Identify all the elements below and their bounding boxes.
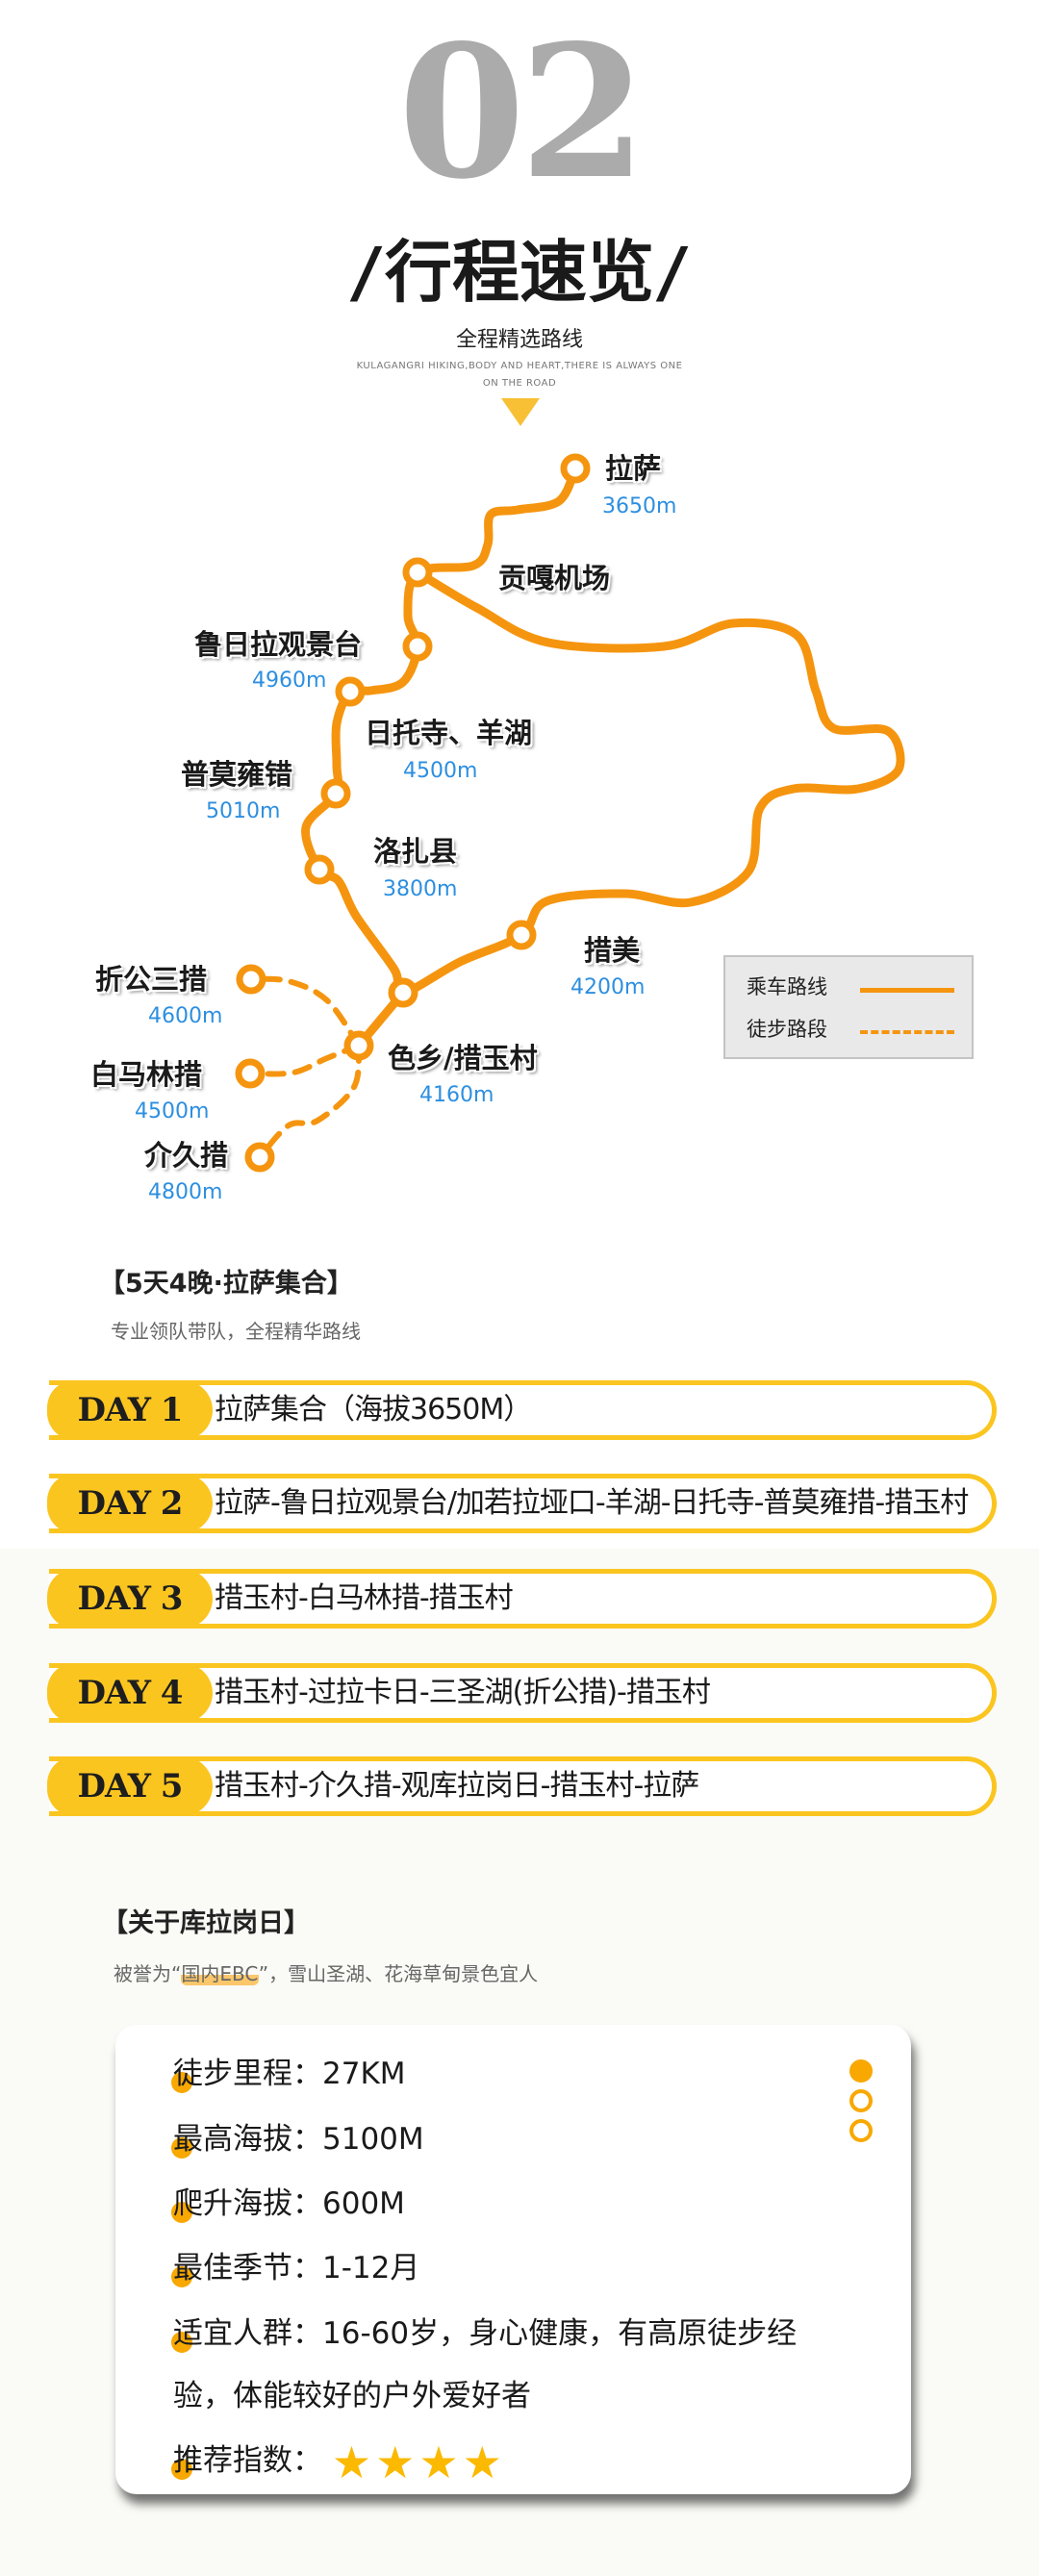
- legend-hike-label: 徒步路段: [747, 1018, 827, 1041]
- info-item: 推荐指数： ★★★★: [171, 2436, 502, 2488]
- carousel-dot-active[interactable]: [849, 2059, 873, 2083]
- stop-marker: [402, 631, 433, 662]
- section-number: 02: [397, 5, 646, 219]
- stop-elevation: 3650m: [602, 494, 677, 518]
- star-icon: ★: [418, 2436, 459, 2488]
- legend-drive-line: [860, 988, 954, 993]
- stop-elevation: 4200m: [570, 975, 646, 999]
- legend-hike-line: [860, 1030, 954, 1034]
- stop-label: 贡嘎机场: [498, 562, 611, 594]
- stop-label: 普莫雍错: [181, 758, 293, 791]
- info-item: 最佳季节：1-12月: [171, 2251, 420, 2287]
- page-subtitle: 全程精选路线: [455, 328, 583, 352]
- stop-label: 鲁日拉观景台: [194, 628, 363, 661]
- day-badge: DAY 3: [47, 1569, 213, 1629]
- day-route: 拉萨集合（海拔3650M）: [215, 1393, 532, 1427]
- stop-marker: [235, 1058, 266, 1089]
- title-text: 行程速览: [385, 233, 654, 312]
- down-arrow-icon: [501, 398, 540, 426]
- page-title: /行程速览/: [0, 223, 1039, 321]
- bullet-dot: [171, 2202, 192, 2223]
- about-heading: 【关于库拉岗日】: [102, 1908, 310, 1938]
- stop-elevation: 4960m: [252, 669, 327, 693]
- stop-elevation: 4600m: [148, 1004, 223, 1028]
- stop-elevation: 4500m: [135, 1099, 210, 1124]
- day-route: 拉萨-鲁日拉观景台/加若拉垭口-羊湖-日托寺-普莫雍措-措玉村: [215, 1486, 969, 1520]
- info-item: 最高海拔：5100M: [171, 2122, 424, 2159]
- stop-marker: [320, 778, 351, 809]
- day-badge: DAY 4: [47, 1663, 213, 1723]
- legend-drive-label: 乘车路线: [747, 975, 827, 998]
- junction-marker: [343, 1030, 374, 1061]
- info-item: 适宜人群：16-60岁，身心健康，有高原徒步经: [171, 2316, 798, 2353]
- highlight-ebc: 国内EBC: [181, 1962, 259, 1985]
- english-tagline-2: ON THE ROAD: [482, 378, 557, 389]
- bullet-dot: [171, 2266, 192, 2287]
- bullet-dot: [171, 2332, 192, 2353]
- hike-route-line: [247, 975, 362, 1160]
- info-item: 爬升海拔：600M: [171, 2186, 405, 2223]
- day-route: 措玉村-过拉卡日-三圣湖(折公措)-措玉村: [215, 1676, 711, 1709]
- itinerary-heading: 【5天4晚·拉萨集合】: [99, 1269, 353, 1299]
- bullet-dot: [171, 2459, 192, 2480]
- day-badge: DAY 2: [47, 1474, 213, 1533]
- english-tagline-1: KULAGANGRI HIKING,BODY AND HEART,THERE I…: [356, 361, 683, 371]
- carousel-dot[interactable]: [849, 2089, 873, 2112]
- stop-marker: [388, 977, 418, 1008]
- info-card: 徒步里程：27KM 最高海拔：5100M 爬升海拔：600M 最佳季节：1-12月适宜…: [115, 2025, 911, 2494]
- stop-label: 洛扎县: [373, 835, 458, 868]
- info-item: 徒步里程：27KM: [171, 2057, 406, 2093]
- stop-marker: [236, 964, 266, 995]
- stop-marker: [560, 453, 591, 484]
- stop-marker: [402, 557, 433, 588]
- stop-label: 色乡/措玉村: [388, 1042, 538, 1074]
- stop-marker: [506, 920, 537, 950]
- route-map: [235, 453, 905, 1173]
- day-route: 措玉村-介久措-观库拉岗日-措玉村-拉萨: [215, 1769, 699, 1803]
- star-icon: ★: [375, 2436, 416, 2488]
- stop-elevation: 3800m: [383, 877, 458, 901]
- info-item-continued: 验，体能较好的户外爱好者: [173, 2379, 531, 2413]
- stop-label: 介久措: [144, 1139, 229, 1172]
- stop-label: 折公三措: [95, 963, 208, 996]
- stop-label: 日托寺、羊湖: [365, 717, 533, 749]
- stop-elevation: 4160m: [419, 1083, 494, 1107]
- bullet-dot: [171, 2137, 192, 2159]
- day-route: 措玉村-白马林措-措玉村: [215, 1581, 514, 1615]
- stop-marker: [304, 854, 335, 885]
- star-icon: ★: [462, 2436, 502, 2488]
- stop-elevation: 4800m: [148, 1180, 223, 1204]
- day-badge: DAY 5: [47, 1756, 213, 1816]
- carousel-dot[interactable]: [849, 2119, 873, 2142]
- map-legend: 乘车路线 徒步路段: [723, 955, 974, 1059]
- stop-label: 措美: [584, 934, 641, 967]
- about-subheading: 被誉为“国内EBC”，雪山圣湖、花海草甸景色宜人: [114, 1962, 539, 1985]
- stop-elevation: 4500m: [403, 759, 478, 783]
- day-badge: DAY 1: [47, 1380, 213, 1440]
- itinerary-subheading: 专业领队带队，全程精华路线: [111, 1320, 361, 1343]
- stop-label: 拉萨: [605, 452, 662, 485]
- stop-marker: [335, 676, 366, 707]
- stop-label: 白马林措: [90, 1058, 203, 1091]
- stop-marker: [244, 1142, 275, 1173]
- bullet-dot: [171, 2072, 192, 2093]
- star-icon: ★: [331, 2436, 372, 2488]
- stop-elevation: 5010m: [206, 799, 281, 823]
